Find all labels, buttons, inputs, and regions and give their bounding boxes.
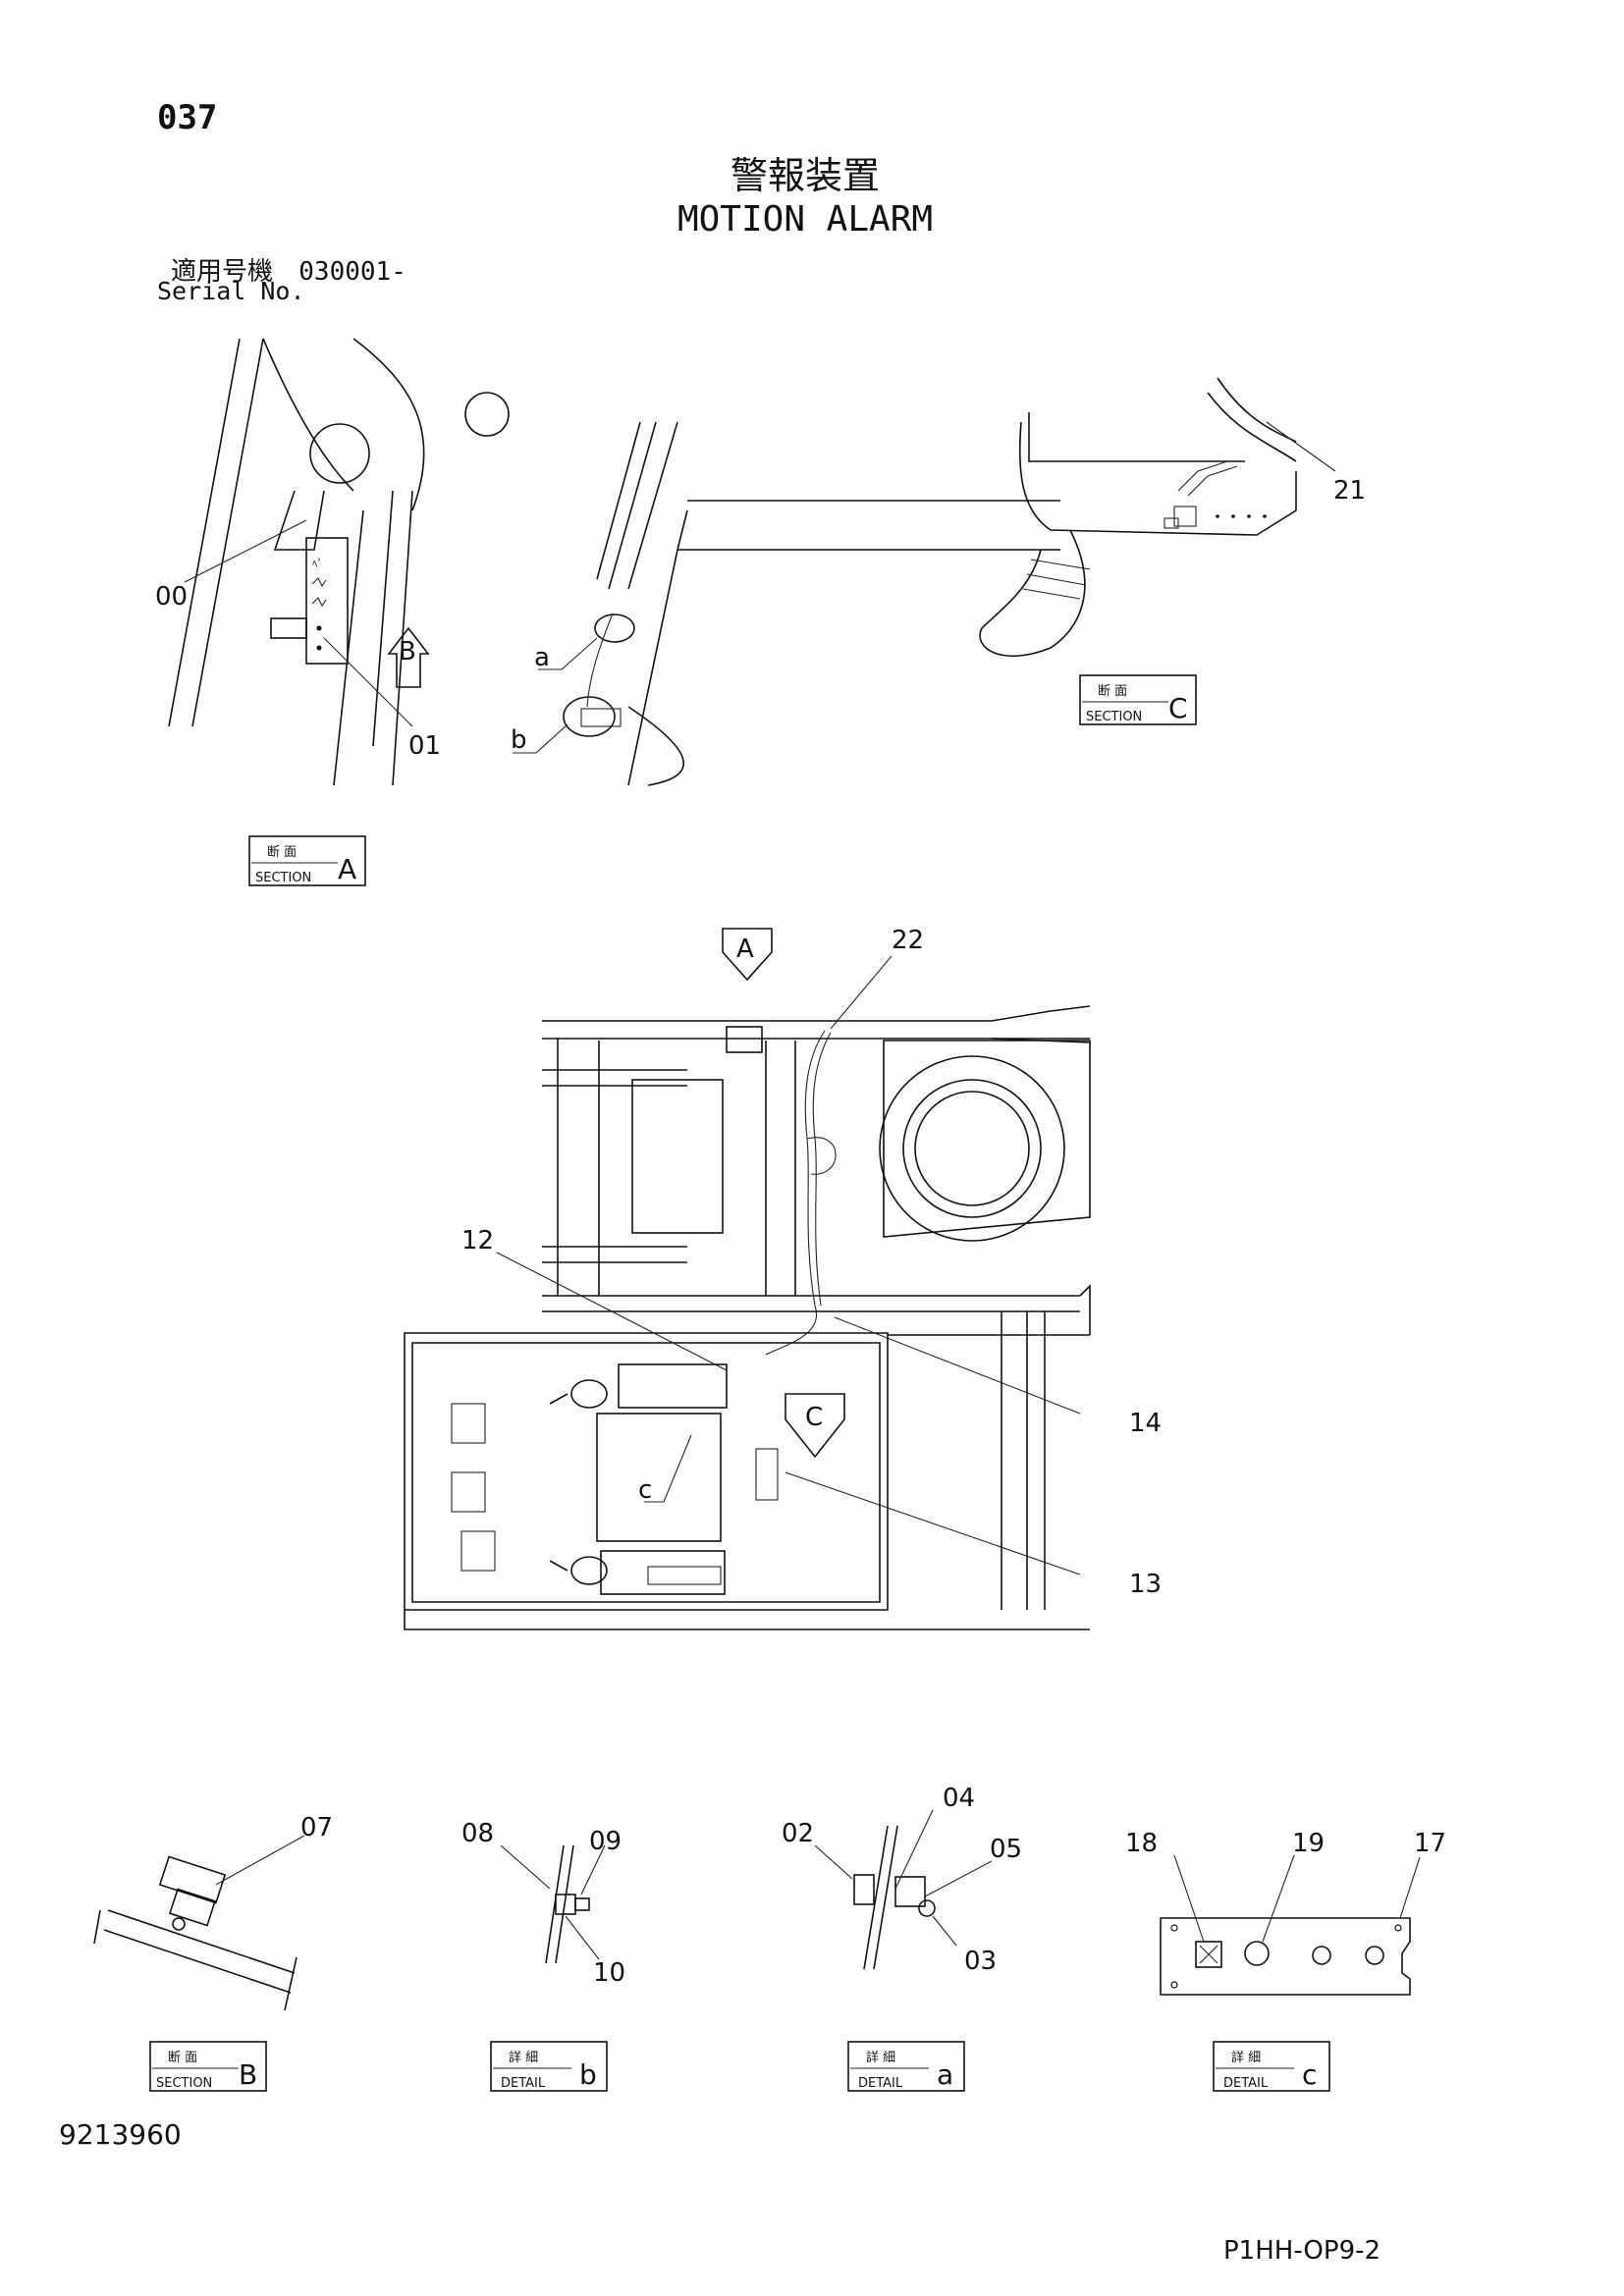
section-a-box: 断 面 SECTION A	[248, 835, 366, 886]
section-b-detail: 07	[93, 1813, 333, 2011]
callout-14: 14	[1129, 1409, 1162, 1438]
serial-value: 030001-	[298, 257, 406, 287]
serial-label-japanese: 適用号機 030001-	[171, 251, 406, 288]
callout-01: 01	[408, 731, 441, 761]
callout-17: 17	[1414, 1829, 1446, 1858]
callout-09: 09	[589, 1827, 622, 1856]
section-b-en: SECTION	[156, 2076, 212, 2091]
callout-02: 02	[782, 1819, 814, 1848]
section-c-en: SECTION	[1086, 710, 1142, 724]
view-arrow-a-label: A	[736, 934, 754, 964]
detail-c-en: DETAIL	[1223, 2076, 1269, 2091]
callout-03: 03	[964, 1947, 997, 1976]
callout-12: 12	[461, 1226, 494, 1255]
section-b-jp: 断 面	[168, 2051, 197, 2065]
callout-19: 19	[1292, 1829, 1325, 1858]
callout-13: 13	[1129, 1570, 1162, 1599]
detail-location-view: a b	[511, 421, 1060, 786]
view-arrow-c-label: C	[805, 1403, 823, 1432]
section-b-letter: B	[239, 2058, 257, 2091]
document-number: 9213960	[59, 2118, 182, 2151]
detail-a-box: 詳 細 DETAIL a	[847, 2041, 965, 2092]
section-b-box: 断 面 SECTION B	[149, 2041, 267, 2092]
serial-label-english: Serial No.	[157, 277, 305, 305]
serial-label-jp-text: 適用号機	[171, 257, 274, 287]
callout-00: 00	[155, 582, 188, 612]
section-c-jp: 断 面	[1098, 684, 1127, 699]
detail-c-box: 詳 細 DETAIL c	[1213, 2041, 1330, 2092]
callout-18: 18	[1125, 1829, 1158, 1858]
section-a-en: SECTION	[255, 871, 311, 885]
section-a-jp: 断 面	[267, 845, 297, 860]
detail-a-jp: 詳 細	[866, 2050, 895, 2065]
title-english: MOTION ALARM	[677, 199, 934, 240]
detail-b-letter: b	[579, 2058, 597, 2091]
title-japanese: 警報装置	[730, 154, 880, 197]
detail-ref-a-location: a	[534, 643, 550, 672]
svg-text:ﾍﾟ: ﾍﾟ	[312, 558, 323, 570]
section-a-view: ﾍﾟ 00 01 B	[155, 338, 510, 786]
detail-a-letter: a	[937, 2058, 953, 2091]
callout-22: 22	[892, 926, 924, 955]
detail-a-drawing: 02 04 05 03	[782, 1784, 1022, 1976]
detail-b-jp: 詳 細	[509, 2050, 538, 2065]
detail-b-box: 詳 細 DETAIL b	[490, 2041, 608, 2092]
section-c-letter: C	[1168, 692, 1188, 724]
section-c-box: 断 面 SECTION C	[1079, 674, 1197, 725]
drawing-code: P1HH-OP9-2	[1223, 2236, 1381, 2266]
detail-b-drawing: 08 09 10	[461, 1819, 625, 1988]
callout-04: 04	[943, 1784, 975, 1813]
main-top-view: A	[404, 926, 1162, 1630]
view-arrow-b-label: B	[399, 637, 416, 667]
detail-a-en: DETAIL	[858, 2076, 903, 2091]
detail-ref-c-location: c	[638, 1475, 652, 1505]
section-a-letter: A	[338, 853, 356, 885]
page-number: 037	[157, 98, 218, 137]
callout-10: 10	[593, 1958, 625, 1988]
detail-c-drawing: 18 19 17	[1125, 1829, 1446, 1996]
section-c-view: 21	[979, 377, 1366, 658]
detail-ref-b-location: b	[511, 725, 527, 755]
detail-b-en: DETAIL	[501, 2076, 546, 2091]
callout-05: 05	[990, 1835, 1022, 1864]
callout-08: 08	[461, 1819, 494, 1848]
detail-c-jp: 詳 細	[1231, 2050, 1261, 2065]
callout-21: 21	[1333, 476, 1366, 506]
callout-07: 07	[300, 1813, 333, 1842]
detail-c-letter: c	[1302, 2058, 1317, 2091]
